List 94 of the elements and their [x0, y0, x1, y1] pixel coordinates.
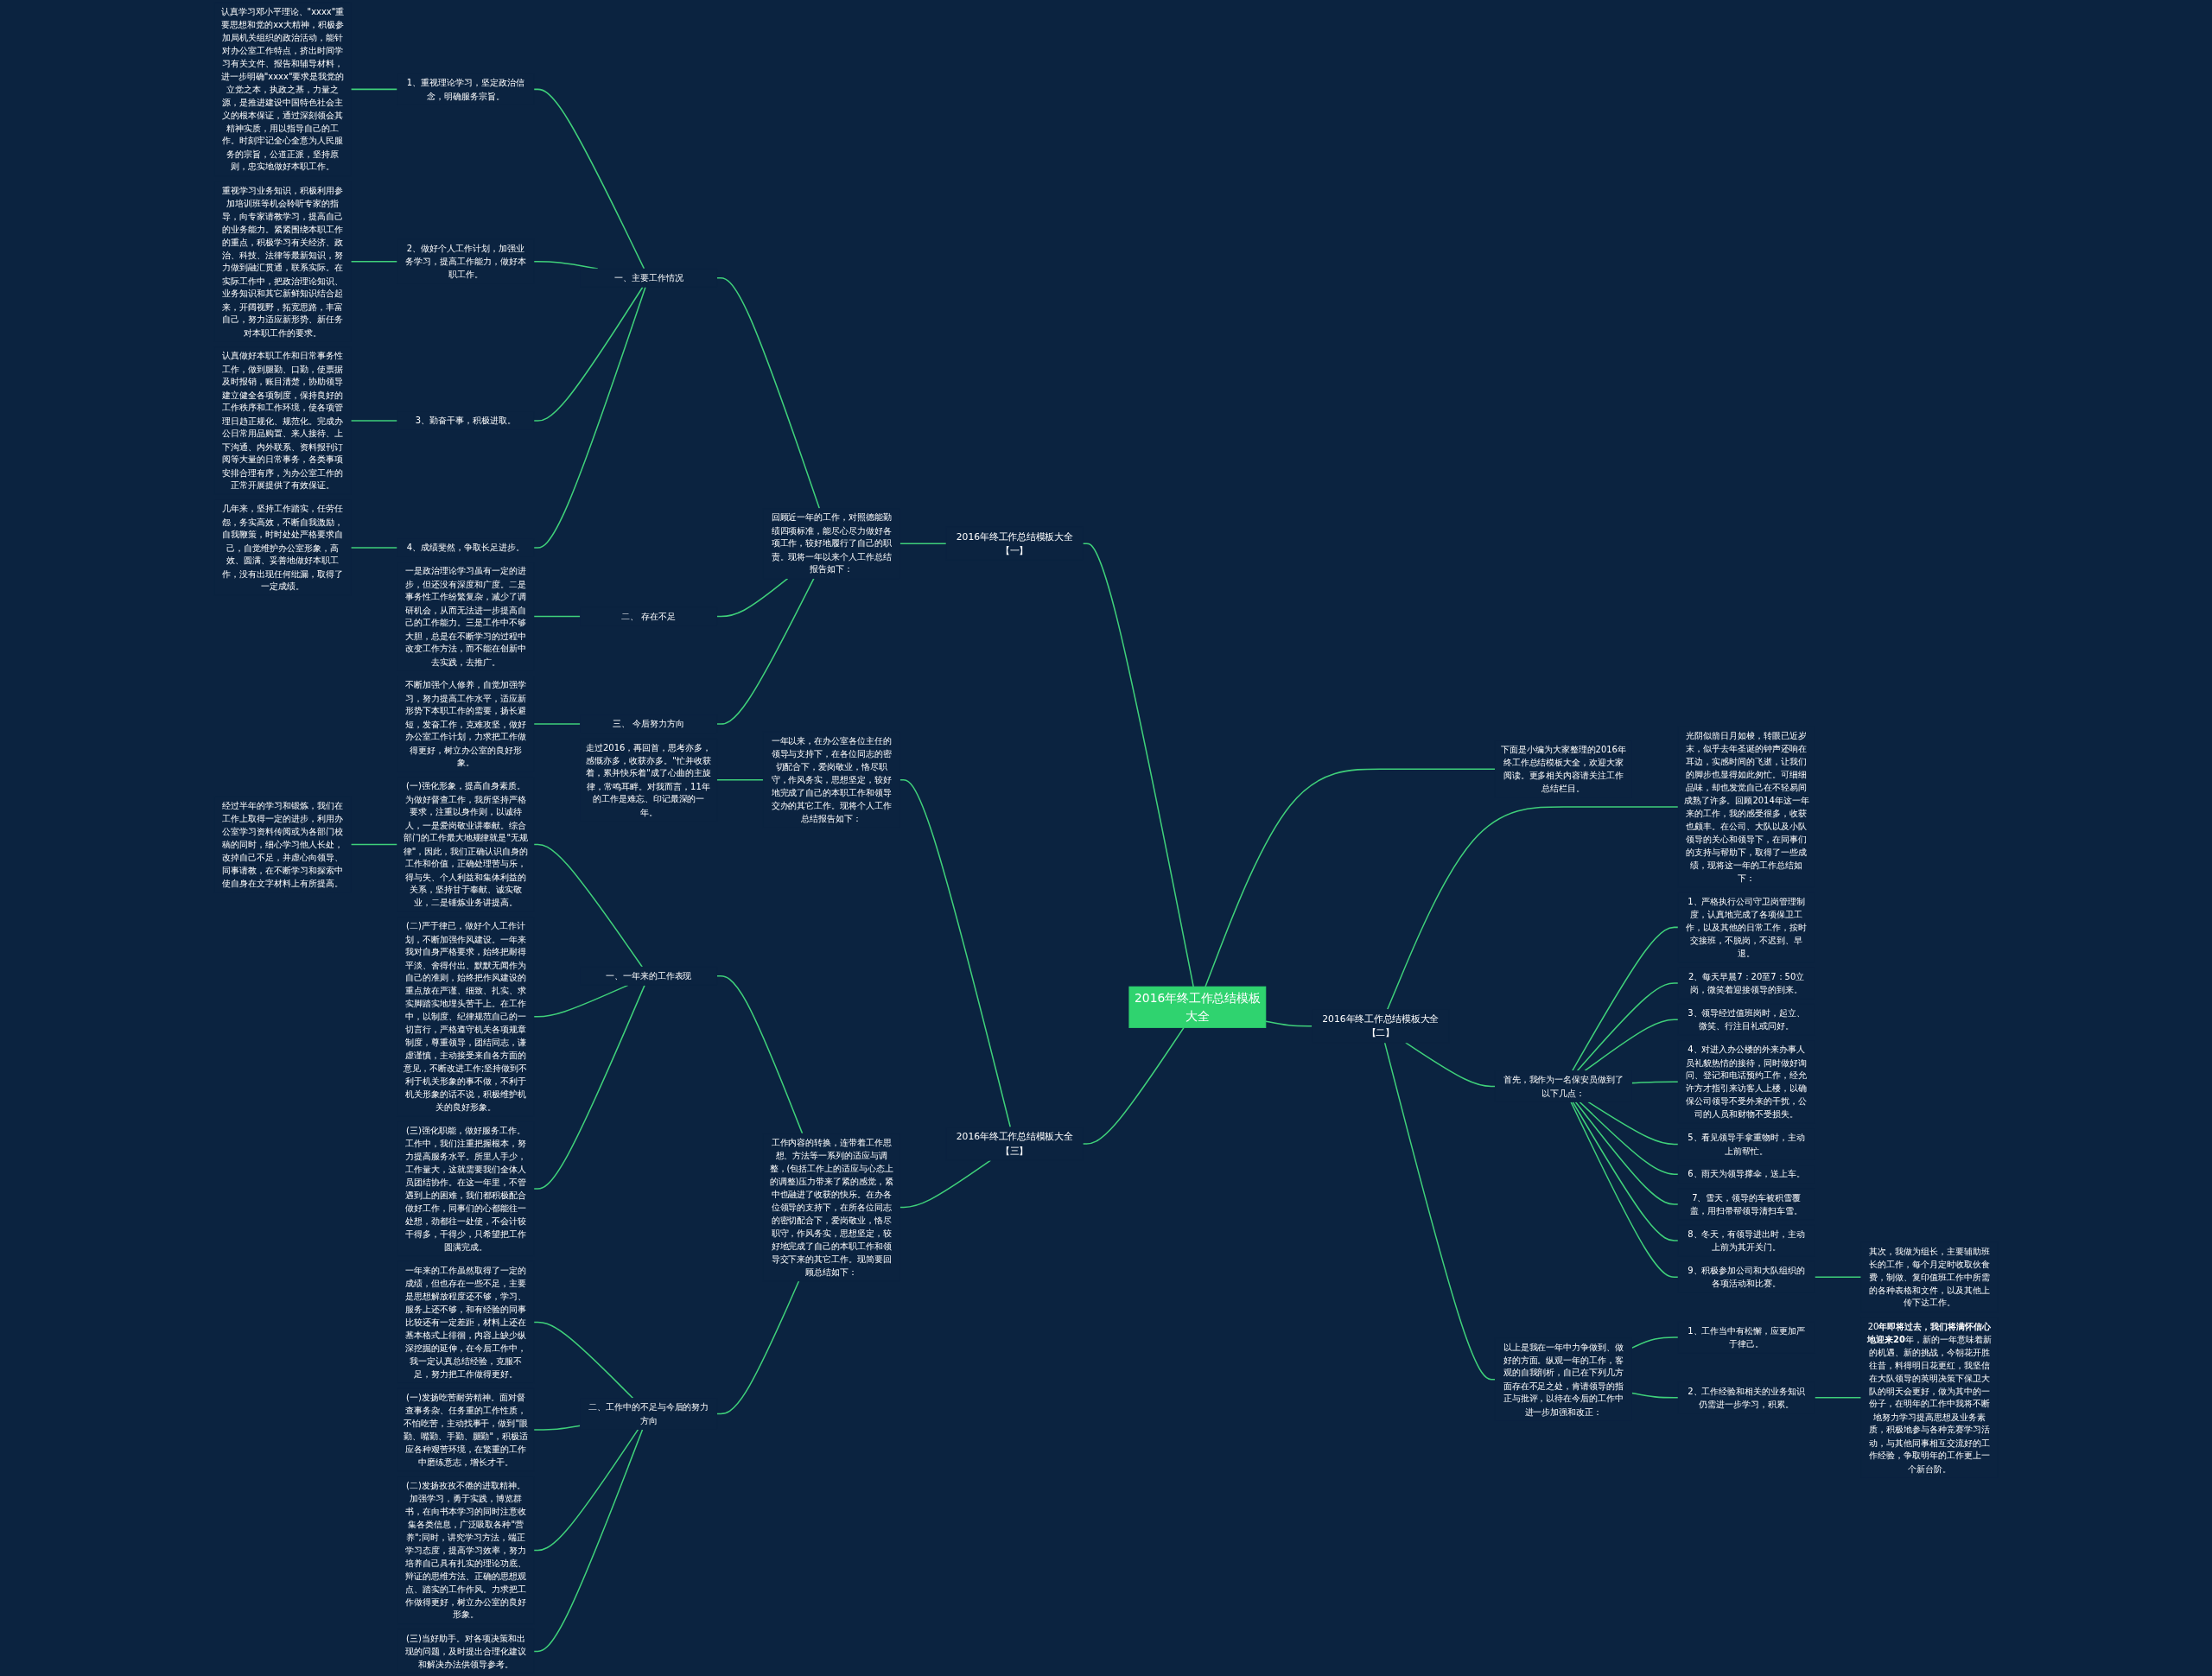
connector	[1265, 1020, 1313, 1027]
connector	[899, 1159, 992, 1209]
node-text: 光阴似箭日月如梭，转眼已近岁末，似乎去年圣诞的钟声还响在耳边，实感时间的飞逝，让我们的脚步也显得如此匆忙。可细细品味，却也发觉自己在不轻易间成熟了许多。回顾2014年这一年来的工作，我的感受很多，收获也颇丰。在公司、大队以及小队领导的关心和领导下，在同事们的支持与帮助下，取得了一些成绩，现将这一年的工作总结如下：	[1683, 730, 1809, 883]
node-text: 2016年终工作总结模板大全【二】	[1322, 1013, 1440, 1038]
connector	[1574, 1101, 1679, 1205]
connector	[533, 984, 645, 1190]
connector	[533, 88, 645, 270]
node-text: 走过2016，再回首，思考亦多，感慨亦多，收获亦多。"忙并收获着，累并快乐着"成了心曲的主旋律，常鸣耳畔。对我而言，11年的工作是难忘、印记最深的一年。	[586, 742, 712, 817]
node-text: (三)强化职能，做好服务工作。工作中，我们注重把握根本，努力提高服务水平。所里人手少，工作量大，这就需要我们全体人员团结协作。在这一年里，不管遇到上的困难，我们都积极配合做好工作，同事们的心都能往一处想，劲都往一处使，不会计较干得多，干得少，只希望把工作圆满完成。	[405, 1125, 526, 1252]
node-text: 一是政治理论学习虽有一定的进步，但还没有深度和广度。二是事务性工作纷繁复杂，减少了调研机会，从而无法进一步提高自己的工作能力。三是工作中不够大胆，总是在不断学习的过程中改变工作方法，而不能在创新中去实践，去推广。	[405, 566, 526, 667]
node-text: 1、重视理论学习，坚定政治信念，明确服务宗旨。	[406, 77, 524, 101]
connector	[899, 778, 1012, 1128]
node-text: 认真学习邓小平理论、"xxxx"重要思想和党的xx大精神，积极参加局机关组织的政治活动，能针对办公室工作特点，挤出时间学习有关文件、报告和辅导材料，进一步明确"xxxx"要求是我党的立党之本，执政之基，力量之源，是推进建设中国特色社会主义的根本保证，通过深刻领会其精神实质，用以指导自己的工作。时刻牢记全心全意为人民服务的宗旨，公道正派，坚持原则，忠实地做好本职工作。	[220, 6, 345, 172]
connector	[715, 975, 804, 1134]
connector	[715, 778, 765, 781]
connector	[350, 260, 398, 263]
connector	[1572, 1101, 1679, 1241]
node-text: 下面是小编为大家整理的2016年终工作总结模板大全，欢迎大家阅读。更多相关内容请关注工作总结栏目。	[1500, 744, 1626, 794]
node-text: 其次，我做为组长，主要辅助班长的工作，每个月定时收取伙食费，制做、复印值班工作中所需的各种表格和文件，以及其他上传下达工作。	[1869, 1246, 1990, 1308]
connector	[1572, 926, 1679, 1072]
connector	[1205, 768, 1497, 987]
node-text: 一、主要工作情况	[613, 272, 683, 283]
node-text: 经过半年的学习和锻炼，我们在工作上取得一定的进步，利用办公室学习资料传阅或为各部门校稿的同时，细心学习他人长处，改掉自己不足，并虚心向领导、同事请教，在不断学习和探索中使自身在文字材料上有所提高。	[222, 800, 343, 888]
node-text: 重视学习业务知识，积极利用参加培训班等机会聆听专家的指导，向专家请教学习，提高自己的业务能力。紧紧围绕本职工作的重点，积极学习有关经济、政治、科技、法律等最新知识，努力做到融汇贯通，联系实际。在实际工作中，把政治理论知识、业务知识和其它新鲜知识结合起来，开阔视野，拓宽思路，丰富自己，努力适应新形势、新任务对本职工作的要求。	[222, 185, 343, 338]
connector	[899, 543, 947, 544]
node-text: 1、工作当中有松懈，应更加严于律己。	[1688, 1325, 1806, 1349]
node-text: (二)严于律已，做好个人工作计划，不断加强作风建设。一年来我对自身严格要求，始终把耐得平淡、舍得付出、默默无闻作为自己的准则，始终把作风建设的重点放在严谨、细致、扎实、求实脚踏实地埋头苦干上。在工作中，以制度、纪律规范自己的一切言行，严格遵守机关各项规章制度，尊重领导，团结同志，谦虚谨慎，主动接受来自各方面的意见，不断改进工作;坚持做到不利于机关形象的事不做，不利于机关形象的话不说，积极维护机关的良好形象。	[404, 921, 528, 1113]
node-text: 5、看见领导手拿重物时，主动上前帮忙。	[1688, 1133, 1806, 1156]
node-text: 首先，我作为一名保安员做到了以下几点：	[1503, 1075, 1624, 1098]
connector	[1630, 1392, 1679, 1399]
node-text: 2、每天早晨7：20至7：50立岗，微笑着迎接领导的到来。	[1688, 971, 1805, 995]
node-box: 2016年终工作总结模板大全	[1128, 986, 1267, 1028]
node-text: (一)强化形象，提高自身素质。为做好督查工作，我所坚持严格要求，注重以身作则，以诚待人，一是爱岗敬业讲奉献。综合部门的工作最大地规律就是"无规律"，因此，我们正确认识自身的工作和价值，正确处理苦与乐，得与失、个人利益和集体利益的关系，坚持甘于奉献、诚实敬业，二是锤炼业务讲提高。	[403, 781, 528, 908]
node-text: 回顾近一年的工作，对照德能勤绩四项标准，能尽心尽力做好各项工作，较好地履行了自己的职责。现将一年以来个人工作总结报告如下：	[771, 512, 893, 575]
node-text: 20年即将过去，我们将满怀信心地迎来20年，新的一年意味着新的机遇、新的挑战，今朝花开胜往昔，料得明日花更红，我坚信在大队领导的英明决策下保卫大队的明天会更好，做为其中的一份子，在明年的工作中我将不断地努力学习提高思想及业务素质，积极地参与各种竞赛学习活动，与其他同事相互交流好的工作经验，争取明年的工作更上一个新台阶。	[1867, 1321, 1992, 1474]
connector	[715, 276, 821, 510]
node-text: 1、严格执行公司守卫岗管理制度，认真地完成了各项保卫工作，以及其他的日常工作，按时交接班，不脱岗，不迟到、早退。	[1686, 896, 1807, 958]
connector	[533, 1428, 644, 1653]
connector	[350, 420, 398, 422]
node-text: 一年来的工作虽然取得了一定的成绩，但也存在一些不足，主要是思想解放程度还不够，学习、服务上还不够，和有经验的同事比较还有一定差距，材料上还在基本格式上徘徊，内容上缺少纵深挖掘的延伸，在今后工作中，我一定认真总结经验，克服不足，努力把工作做得更好。	[405, 1265, 526, 1379]
node-text: 2、工作经验和相关的业务知识仍需进一步学习，积累。	[1688, 1386, 1806, 1409]
node-text: 6、雨天为领导撑伞，送上车。	[1688, 1169, 1806, 1179]
connector	[1570, 1101, 1679, 1279]
connector	[715, 577, 789, 618]
connector	[533, 984, 629, 1018]
node-text: (二)发扬孜孜不倦的进取精神。加强学习，勇于实践，博览群书，在向书本学习的同时注意收集各类信息，广泛吸取各种"营养";同时，讲究学习方法，端正学习态度，提高学习效率，努力培养自己具有扎实的理论功底、辩证的思维方法、正确的思想观点、踏实的工作作风。力求把工作做得更好，树立办公室的良好形象。	[405, 1480, 526, 1620]
connector	[1584, 1019, 1679, 1072]
connector	[1082, 543, 1194, 987]
node-text: 9、积极参加公司和大队组织的各项活动和比赛。	[1688, 1265, 1806, 1289]
connector	[533, 286, 646, 549]
node-text: 7、雪天，领导的车被积雪覆盖，用扫帚帮领导清扫车雪。	[1690, 1192, 1802, 1216]
node-text: 二、 存在不足	[621, 611, 677, 622]
connector	[533, 723, 582, 725]
connector	[1630, 1336, 1679, 1349]
connector	[1405, 1042, 1497, 1088]
connector	[1630, 1081, 1679, 1084]
node-text: 2016年终工作总结模板大全【三】	[956, 1131, 1073, 1156]
connector	[1383, 1042, 1497, 1381]
connector	[1386, 806, 1679, 1011]
node-text: 工作内容的转换，连带着工作思想、方法等一系列的适应与调整，(包括工作上的适应与心态上的调整)压力带来了紧的感觉，紧中也融进了收获的快乐。在办各位领导的支持下，在所各位同志的密切配合下，爱岗敬业，恪尽职守，作风务实，思想坚定，较好地完成了自己的本职工作和领导交下来的其它工作。现简要回顾总结如下：	[769, 1137, 894, 1277]
connector	[715, 577, 815, 725]
connector	[533, 843, 644, 968]
node-text: 以上是我在一年中力争做到、做好的方面。纵观一年的工作，客观的自我剖析，自已在下列几方面存在不足之处，肯请领导的指正与批评，以待在今后的工作中进一步加强和改正：	[1503, 1342, 1624, 1417]
connector	[350, 547, 398, 549]
node-text: 4、对进入办公楼的外来办事人员礼貌热情的接待，同时做好询问、登记和电话预约工作，经允许方才指引来访客人上楼，以确保公司领导不受外来的干扰，公司的人员和财物不受损失。	[1686, 1044, 1807, 1120]
connector	[533, 615, 582, 618]
connector	[533, 1321, 634, 1400]
connector	[350, 843, 398, 846]
connector	[1814, 1276, 1862, 1279]
node-text: 2、做好个人工作计划，加强业务学习，提高工作能力，做好本职工作。	[405, 243, 526, 280]
node-text: 一、一年来的工作表现	[605, 970, 692, 981]
node-text: 4、成绩斐然，争取长足进步。	[406, 543, 524, 553]
connector	[1579, 1101, 1679, 1175]
node-text: 3、勤奋干事，积极进取。	[415, 416, 516, 426]
node-text: 三、 今后努力方向	[613, 719, 685, 729]
connector	[533, 1428, 639, 1552]
connector	[715, 1280, 800, 1415]
connector	[350, 88, 398, 91]
connector	[1082, 1026, 1185, 1145]
connector	[1587, 1101, 1679, 1146]
node-text: 不断加强个人修养，自觉加强学习，努力提高工作水平，适应新形势下本职工作的需要，扬长避短，发奋工作，克难攻坚，做好办公室工作计划，力求把工作做得更好，树立办公室的良好形象。	[405, 680, 526, 768]
node-text: 8、冬天，有领导进出时，主动上前为其开关门。	[1688, 1228, 1806, 1253]
connector	[1814, 1397, 1862, 1399]
node-text: 认真做好本职工作和日常事务性工作，做到腿勤、口勤，使票据及时报销，账目清楚，协助领导建立健全各项制度，保持良好的工作秩序和工作环境，使各项管理日趋正规化、规范化。完成办公日常用品购置、来人接待、上下沟通、内外联系、资料报刊订阅等大量的日常事务，各类事项安排合理有序，为办公室工作的正常开展提供了有效保证。	[222, 351, 343, 491]
node-text: (一)发扬吃苦耐劳精神。面对督查事务杂、任务重的工作性质，不怕吃苦，主动找事干，做到"眼勤、嘴勤、手勤、腿勤"，积极适应各种艰苦环境，在繁重的工作中磨练意志，增长才干。	[403, 1392, 528, 1467]
node-text: 2016年终工作总结模板大全【一】	[956, 530, 1073, 555]
node-text: 二、工作中的不足与今后的努力方向	[588, 1402, 709, 1425]
node-text: 3、领导经过值班岗时，起立、微笑、行注目礼或问好。	[1688, 1007, 1806, 1032]
connector	[533, 1425, 582, 1431]
connector	[1576, 982, 1679, 1072]
connector	[533, 286, 644, 422]
node-text: 一年以来，在办公室各位主任的领导与支持下，在各位同志的密切配合下，爱岗敬业，恪尽职守，作风务实，思想坚定，较好地完成了自己的本职工作和领导交办的其它工作。现将个人工作总结报告如下：	[771, 735, 893, 824]
node-text: 几年来，坚持工作踏实，任劳任怨，务实高效，不断自我激励，自我鞭策，时时处处严格要求自己，自觉维护办公室形象，高效、圆满、妥善地做好本职工作，没有出现任何纰漏，取得了一定成绩。	[222, 504, 343, 592]
node-text: (三)当好助手。对各项决策和出现的问题，及时提出合理化建议和解决办法供领导参考。	[405, 1633, 526, 1669]
